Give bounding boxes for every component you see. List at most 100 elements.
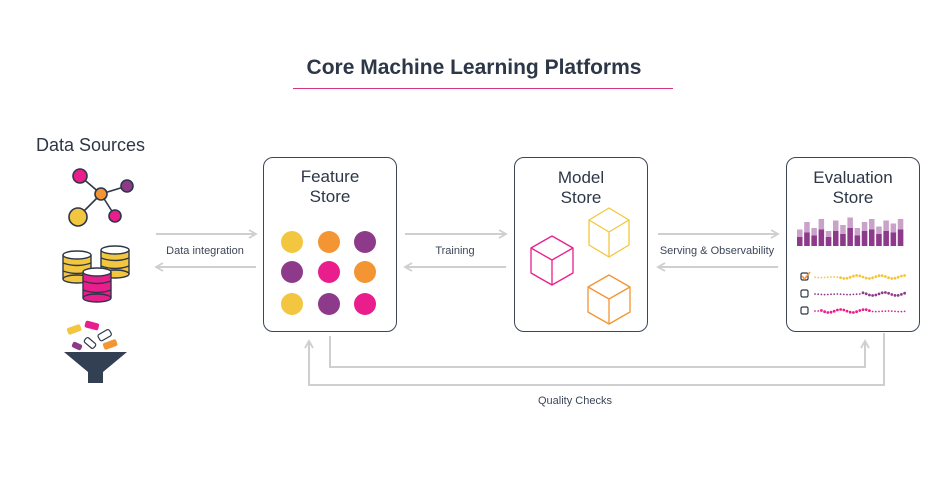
eval-dot — [842, 308, 846, 312]
eval-dot — [820, 276, 823, 279]
eval-dot — [849, 293, 852, 296]
eval-dot — [833, 293, 836, 295]
feature-dots — [281, 231, 376, 315]
eval-dot — [887, 310, 890, 312]
feature-dot — [318, 231, 340, 253]
eval-dot — [871, 276, 874, 280]
evaluation-bars — [797, 217, 904, 246]
eval-dot — [814, 310, 816, 312]
eval-bar-inner — [804, 232, 810, 246]
eval-bar-inner — [847, 228, 853, 246]
feature-store-title-line1: Feature — [300, 167, 360, 186]
eval-dot — [890, 293, 894, 296]
eval-dot — [826, 293, 829, 296]
eval-dot — [897, 310, 900, 313]
eval-dot — [864, 276, 868, 280]
evaluation-dots — [814, 274, 906, 314]
eval-dot — [852, 293, 855, 296]
eval-dot — [861, 308, 865, 311]
title-underline — [293, 88, 673, 89]
database-cylinder-left — [62, 250, 92, 284]
eval-dot — [890, 277, 894, 280]
eval-dot — [823, 293, 826, 296]
eval-dot — [903, 310, 906, 313]
eval-dot — [877, 292, 881, 296]
eval-dot — [858, 274, 862, 278]
quality-inner-path — [329, 336, 870, 368]
feature-dot — [354, 261, 376, 283]
eval-bar-inner — [825, 237, 832, 246]
eval-dot — [829, 310, 833, 314]
eval-dot — [887, 291, 890, 295]
eval-bar-inner — [840, 234, 846, 246]
eval-dot — [861, 275, 865, 279]
eval-dot — [903, 274, 906, 277]
eval-bar-inner — [854, 235, 861, 246]
eval-dot — [830, 276, 832, 278]
eval-dot — [868, 277, 871, 280]
eval-dot — [839, 276, 842, 279]
eval-dot — [871, 294, 874, 297]
eval-dot — [820, 293, 823, 296]
checkbox — [800, 289, 809, 298]
check-mark — [801, 271, 811, 281]
eval-dot — [814, 276, 816, 279]
evaluation-store-title-line2: Store — [832, 188, 874, 207]
eval-dot — [839, 293, 842, 295]
eval-dot — [845, 276, 849, 280]
eval-dot — [823, 276, 826, 279]
eval-bar-inner — [818, 229, 825, 246]
eval-dot — [864, 292, 868, 296]
eval-dot — [890, 310, 893, 312]
feature-dot — [281, 293, 303, 315]
feature-dot — [354, 231, 376, 253]
eval-bar-inner — [890, 232, 897, 246]
quality-checks-loop — [304, 333, 885, 386]
eval-dot — [880, 274, 884, 277]
eval-dot — [864, 308, 868, 311]
eval-dot — [877, 274, 881, 278]
eval-dot — [874, 275, 878, 278]
eval-dot — [868, 293, 871, 297]
data-integration-label: Data integration — [166, 245, 244, 257]
eval-dot — [893, 294, 897, 297]
quality-checks-label: Quality Checks — [538, 395, 612, 407]
eval-dot — [900, 293, 903, 296]
database-cylinder-front — [82, 267, 112, 303]
eval-dot — [830, 293, 832, 296]
eval-dot — [855, 293, 858, 296]
evaluation-store-title-line1: Evaluation — [813, 168, 893, 187]
eval-dot — [836, 293, 839, 295]
cube-icon-yellow — [588, 207, 630, 258]
eval-dot — [852, 311, 855, 314]
eval-dot — [881, 310, 884, 313]
feature-dot — [354, 293, 376, 315]
eval-dot — [900, 274, 903, 278]
network-graph-icon — [68, 168, 134, 227]
eval-dot — [852, 274, 855, 278]
model-store-title-line1: Model — [557, 168, 605, 187]
eval-bar-inner — [876, 234, 882, 246]
eval-dot — [817, 310, 820, 312]
eval-dot — [900, 310, 903, 313]
eval-dot — [855, 310, 858, 314]
data-sources-label: Data Sources — [36, 135, 146, 155]
eval-bar-inner — [811, 235, 817, 246]
serving-observability-label: Serving & Observability — [659, 245, 775, 257]
evaluation-checklist — [800, 271, 906, 315]
serving-arrows — [656, 229, 780, 272]
feature-dot — [281, 261, 303, 283]
cube-icon-orange — [587, 274, 631, 325]
eval-bar-inner — [897, 229, 904, 246]
eval-dot — [896, 294, 900, 297]
eval-dot — [826, 311, 830, 314]
feature-store-title-line2: Store — [309, 187, 351, 206]
eval-dot — [839, 308, 842, 311]
eval-dot — [826, 276, 829, 279]
eval-dot — [846, 293, 848, 296]
eval-dot — [887, 276, 890, 280]
database-icon — [62, 245, 130, 303]
training-label: Training — [435, 245, 475, 257]
eval-dot — [880, 291, 884, 295]
